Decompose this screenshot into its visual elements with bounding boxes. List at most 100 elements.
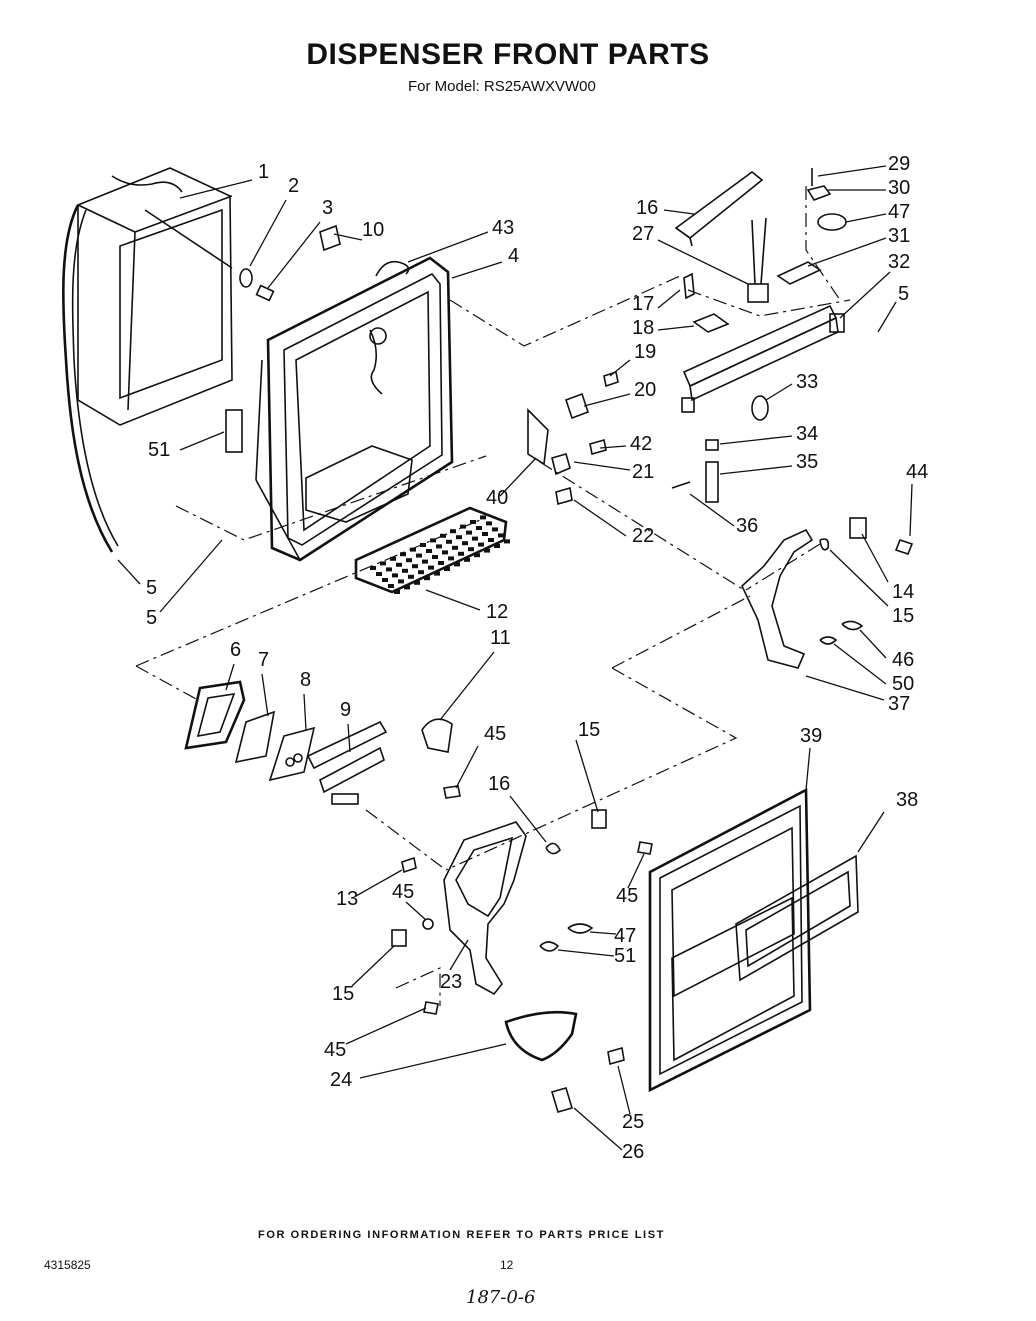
grille-hole xyxy=(470,520,476,524)
grille-hole xyxy=(462,541,468,546)
leader-line-31 xyxy=(807,237,887,267)
leader-line-9 xyxy=(347,723,351,753)
callout-9: 9 xyxy=(340,699,351,721)
part-42 xyxy=(527,408,549,466)
leader-line-34 xyxy=(719,435,793,445)
callout-39: 39 xyxy=(800,725,822,747)
leader-line-43 xyxy=(407,231,489,263)
part-16-lower xyxy=(545,842,561,855)
callout-25: 25 xyxy=(622,1111,644,1133)
grille-hole xyxy=(404,585,410,590)
callout-43: 43 xyxy=(492,217,514,239)
leader-line-42 xyxy=(599,445,627,449)
leader-line-23 xyxy=(449,939,469,971)
leader-line-32 xyxy=(839,271,891,319)
callout-18: 18 xyxy=(632,317,654,339)
part-51-lower xyxy=(539,941,560,952)
callout-8: 8 xyxy=(300,669,311,691)
callout-31: 31 xyxy=(888,225,910,247)
page-title: DISPENSER FRONT PARTS xyxy=(306,38,710,71)
callout-45: 45 xyxy=(392,881,414,903)
callout-30: 30 xyxy=(888,177,910,199)
leader-lines xyxy=(117,165,913,1151)
part-43 xyxy=(589,438,607,456)
callout-46: 46 xyxy=(892,649,914,671)
part-34 xyxy=(751,395,769,421)
leader-line-1 xyxy=(179,179,253,199)
leader-line-44 xyxy=(909,483,913,537)
grille-hole xyxy=(430,538,436,543)
leader-line-29 xyxy=(817,165,887,177)
part-45-lower-b xyxy=(423,1001,439,1015)
part-26 xyxy=(607,1046,625,1066)
callout-22: 22 xyxy=(632,525,654,547)
callout-23: 23 xyxy=(440,971,462,993)
callout-27: 27 xyxy=(632,223,654,245)
leader-line-20 xyxy=(583,393,631,407)
grille-hole xyxy=(432,555,438,559)
part-46 xyxy=(422,918,434,930)
part-52 xyxy=(225,409,243,453)
callout-51: 51 xyxy=(614,945,636,967)
leader-line-6 xyxy=(225,663,235,691)
callout-16: 16 xyxy=(636,197,658,219)
leader-line-3 xyxy=(267,221,321,289)
part-24-lever xyxy=(443,821,527,996)
callout-11: 11 xyxy=(490,627,511,649)
part-23 xyxy=(555,486,573,506)
callout-3: 3 xyxy=(322,197,333,219)
callout-19: 19 xyxy=(634,341,656,363)
callout-20: 20 xyxy=(634,379,656,401)
leader-line-37 xyxy=(805,675,885,701)
grille-hole xyxy=(434,571,440,576)
part-9 xyxy=(268,726,316,782)
part-45-lower-a xyxy=(443,785,461,799)
grille-hole xyxy=(480,515,486,520)
leader-line-5 xyxy=(877,301,897,333)
callout-38: 38 xyxy=(896,789,918,811)
part-36 xyxy=(705,461,719,503)
leader-line-27 xyxy=(657,239,749,285)
callout-12: 12 xyxy=(486,601,508,623)
leader-line-51 xyxy=(557,949,615,957)
part-14 xyxy=(401,856,417,874)
part-11 xyxy=(319,224,341,252)
part-22 xyxy=(551,453,571,476)
callout-47: 47 xyxy=(888,201,910,223)
leader-line-40 xyxy=(499,457,537,497)
ordering-note: FOR ORDERING INFORMATION REFER TO PARTS … xyxy=(258,1229,665,1241)
grille-hole xyxy=(382,578,388,582)
grille-hole xyxy=(422,559,428,564)
part-10-board xyxy=(306,720,388,805)
grille-hole xyxy=(380,561,386,566)
part-3 xyxy=(255,284,275,302)
leader-line-16 xyxy=(509,795,547,843)
callout-13: 13 xyxy=(336,888,358,910)
grille-hole xyxy=(492,527,498,532)
grille-hole xyxy=(448,556,454,561)
grille-hole xyxy=(414,580,420,585)
part-45-upper xyxy=(894,539,914,555)
callout-45: 45 xyxy=(616,885,638,907)
leader-line-4 xyxy=(451,261,503,279)
grille-hole xyxy=(390,556,396,561)
grille-hole xyxy=(412,564,418,569)
grille-hole xyxy=(392,573,398,578)
leader-line-2 xyxy=(249,199,287,267)
callout-10: 10 xyxy=(362,219,384,241)
part-16-upper xyxy=(819,538,830,551)
grille-hole xyxy=(400,552,406,557)
callout-15: 15 xyxy=(892,605,914,627)
leader-line-33 xyxy=(765,383,793,401)
grille-hole xyxy=(394,590,400,594)
leader-line-18 xyxy=(657,325,695,331)
part-50 xyxy=(817,213,847,231)
grille-hole xyxy=(494,544,500,548)
grille-hole xyxy=(376,572,382,576)
callout-26: 26 xyxy=(622,1141,644,1163)
model-line: For Model: RS25AWXVW00 xyxy=(408,78,596,95)
grille-hole xyxy=(472,536,478,541)
grille-hole xyxy=(466,530,472,535)
leader-line-45 xyxy=(345,1007,427,1045)
